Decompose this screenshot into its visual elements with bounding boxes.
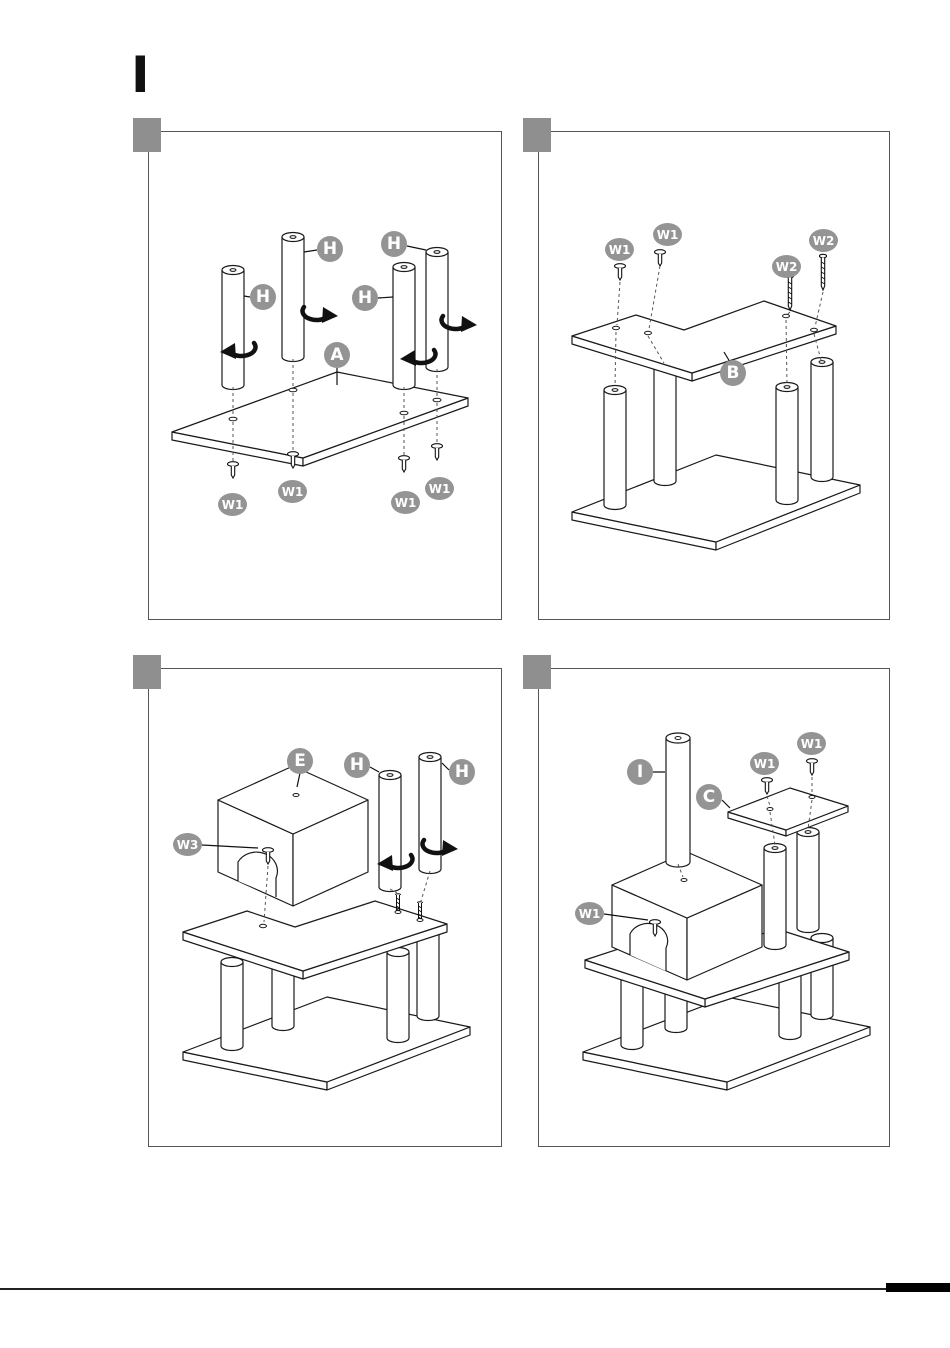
- screw-w1: [653, 249, 667, 267]
- step3-drawing: [182, 751, 471, 1091]
- post-h-3: [392, 261, 416, 391]
- step-tab-1: [133, 118, 161, 152]
- label-w3: W3: [173, 833, 202, 856]
- label-w2: W2: [809, 229, 838, 252]
- label-a: A: [324, 342, 350, 368]
- label-w1: W1: [575, 902, 604, 925]
- screw-w1: [613, 263, 627, 281]
- post-h-5: [378, 769, 402, 893]
- label-w1: W1: [391, 491, 420, 514]
- label-w1: W1: [218, 493, 247, 516]
- step-tab-4: [523, 655, 551, 689]
- step4-drawing: [582, 732, 871, 1091]
- label-i: I: [627, 759, 653, 785]
- screw-w2: [785, 273, 795, 311]
- post-h-6: [418, 751, 442, 875]
- label-h: H: [344, 752, 370, 778]
- screw-w1: [805, 758, 819, 776]
- label-h: H: [250, 284, 276, 310]
- footer-rule: [0, 1288, 950, 1290]
- label-w1: W1: [750, 752, 779, 775]
- rotate-arrow-icon: [303, 307, 338, 323]
- post-h-4: [425, 246, 449, 373]
- screw-w2: [818, 253, 828, 291]
- label-b: B: [720, 360, 746, 386]
- label-w1: W1: [797, 732, 826, 755]
- house-e: [217, 765, 369, 907]
- house-e-installed: [611, 851, 763, 981]
- post-h-tall: [763, 826, 820, 951]
- post-i: [665, 732, 691, 868]
- label-w1: W1: [653, 223, 682, 246]
- screw-w1: [430, 443, 444, 461]
- screw-w1: [397, 455, 411, 473]
- footer-block: [886, 1283, 950, 1292]
- label-e: E: [287, 748, 313, 774]
- step-panel-2: [523, 118, 890, 620]
- label-h: H: [449, 759, 475, 785]
- screw-w1: [226, 461, 240, 479]
- label-w1: W1: [425, 477, 454, 500]
- label-h: H: [317, 236, 343, 262]
- step-panel-4: [523, 655, 890, 1147]
- board-a: [171, 371, 469, 467]
- step1-drawing: [171, 231, 477, 479]
- board-b: [571, 300, 837, 382]
- step-tab-3: [133, 655, 161, 689]
- label-w1: W1: [605, 238, 634, 261]
- board-c: [727, 787, 849, 837]
- label-h: H: [352, 285, 378, 311]
- step2-drawing: [571, 249, 861, 551]
- platform-board: [182, 900, 448, 980]
- screw-w1: [760, 777, 774, 795]
- step-panel-1: [133, 118, 502, 620]
- post-h-1: [221, 264, 245, 391]
- step-panel-3: [133, 655, 502, 1147]
- label-c: C: [696, 784, 722, 810]
- label-w2: W2: [772, 255, 801, 278]
- post-h-installed: [603, 356, 834, 511]
- label-w1: W1: [278, 480, 307, 503]
- section-marker: I: [131, 46, 150, 104]
- label-h: H: [381, 231, 407, 257]
- post-h-2: [281, 231, 305, 363]
- step-tab-2: [523, 118, 551, 152]
